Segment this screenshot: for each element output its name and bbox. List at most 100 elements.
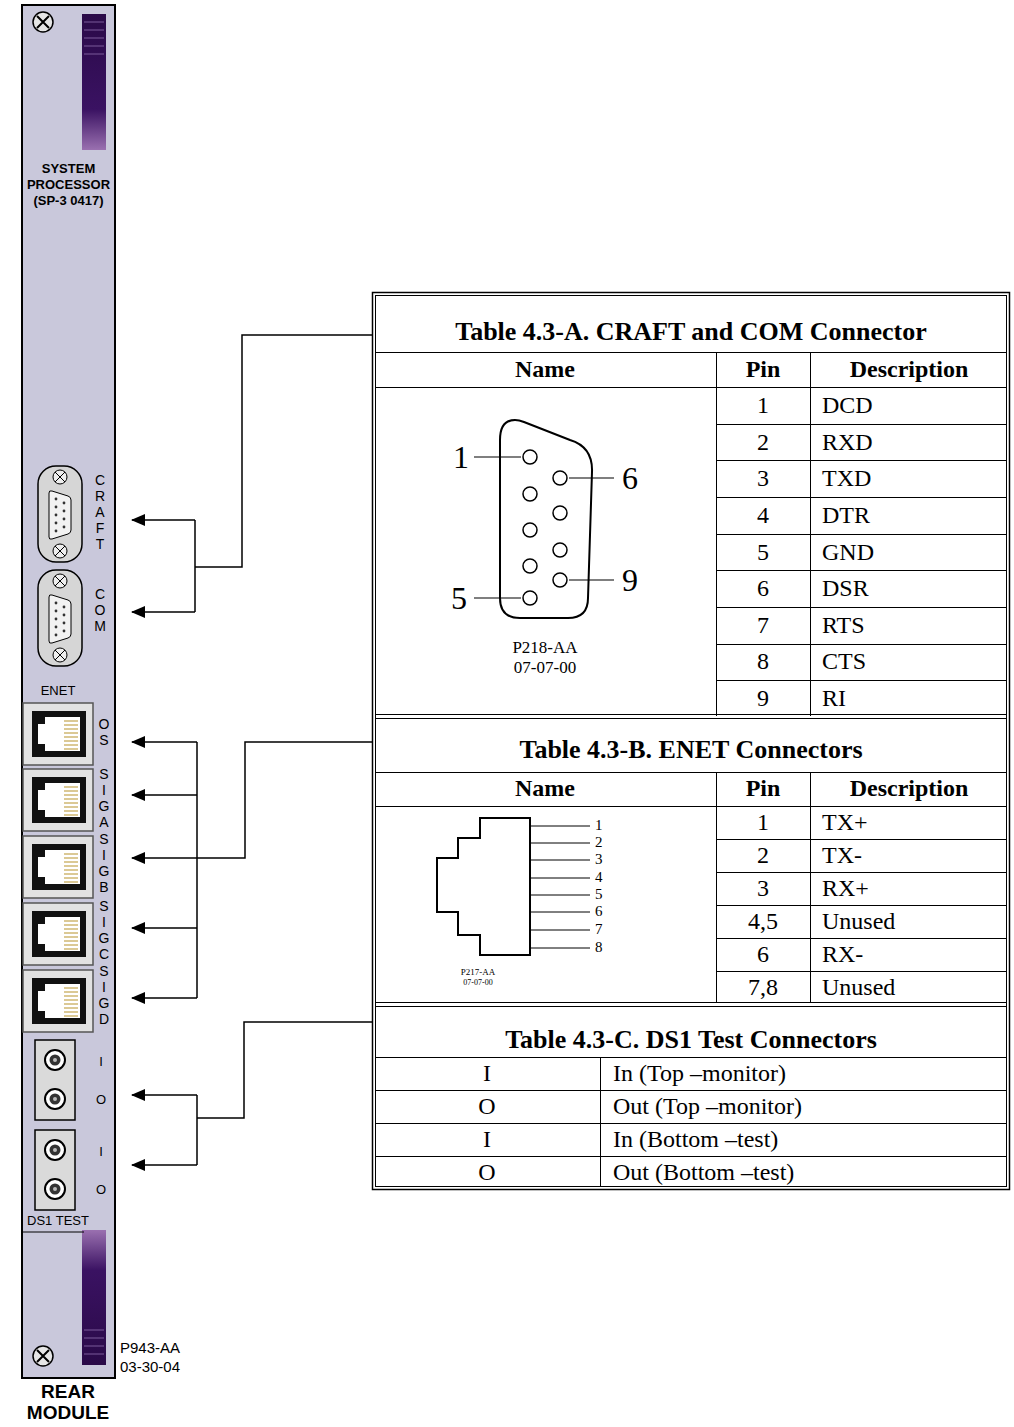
figure-date: 07-07-00 [475,658,615,678]
module-panel-art [37,16,49,28]
leader-lines [132,519,195,521]
rj45-pinout-figure [437,818,590,955]
signal-name: DTR [822,502,1004,530]
module-panel-art [45,1050,65,1070]
db9-pinout-figure [500,420,592,618]
port-label: COM [94,586,106,634]
db9-pinout-figure [553,506,567,520]
port-label: ENET [23,684,93,699]
port-label: OS [99,716,110,748]
pin-number: 8 [718,648,808,676]
pin-callout: 5 [595,886,625,903]
module-name: SYSTEM PROCESSOR (SP-3 0417) [22,161,115,209]
leader-lines [197,742,372,998]
table-grid [375,1058,1007,1157]
leader-lines [132,335,372,1165]
pin-callout: 8 [595,939,625,956]
pin-callout: 7 [595,921,625,938]
module-panel-art [23,703,93,765]
signal-name: TXD [822,465,1004,493]
db9-pinout-figure [523,591,537,605]
module-panel-art [23,769,93,831]
port-description: In (Top –monitor) [613,1060,1003,1088]
port-label: O [93,1093,109,1108]
pin-number: 6 [718,575,808,603]
module-panel-art [45,1140,65,1160]
figure-number: P217-AA [438,967,518,977]
db9-pinout-figure [553,573,567,587]
signal-name: Unused [822,908,1004,936]
column-header: Name [395,775,695,803]
rj45-pinout-figure [437,818,530,955]
port-description: Out (Bottom –test) [613,1159,1003,1187]
figure-number: P218-AA [475,638,615,658]
leader-lines [132,857,197,859]
module-panel-art [45,1179,65,1199]
db9-pinout-figure [553,471,567,485]
pin-number: 9 [718,685,808,713]
table-title: Table 4.3-A. CRAFT and COM Connector [375,317,1007,347]
module-panel-art [45,1089,65,1109]
module-panel-art [35,1130,75,1210]
pin-callout: 2 [595,834,625,851]
pin-callout: 9 [615,562,645,599]
db9-pinout-figure [523,559,537,573]
module-panel-art [33,12,53,32]
test-port: I [377,1060,597,1088]
test-port: I [377,1126,597,1154]
db9-pinout-figure [474,457,614,598]
db9-pinout-figure [523,450,537,464]
table-grid [716,840,1007,972]
module-panel-art [82,1230,106,1365]
table-grid [375,353,1007,388]
connector-table: Table 4.3-B. ENET Connectors [375,719,1007,1002]
pin-callout: 5 [444,580,474,617]
module-panel-art [38,570,82,666]
leader-lines [132,611,195,613]
pin-callout: 1 [595,817,625,834]
pin-number: 5 [718,539,808,567]
pin-callout: 1 [446,439,476,476]
module-panel-art [84,1330,104,1354]
leader-lines [132,927,197,929]
table-title: Table 4.3-C. DS1 Test Connectors [375,1025,1007,1055]
port-label: CRAFT [95,472,105,552]
port-label: I [93,1145,109,1160]
pin-callout: 6 [595,903,625,920]
pin-number: 2 [718,429,808,457]
leader-lines [197,1022,372,1165]
pin-number: 1 [718,392,808,420]
port-label: DS1 TEST [18,1214,98,1229]
test-port: O [377,1093,597,1121]
module-panel-art [35,1040,75,1120]
port-description: Out (Top –monitor) [613,1093,1003,1121]
signal-name: RTS [822,612,1004,640]
figure-date: 07-07-00 [438,978,518,987]
db9-pinout-figure [523,450,567,605]
leader-lines [132,741,197,743]
column-header: Description [812,356,1007,384]
port-label: O [93,1183,109,1198]
leader-lines [132,997,197,999]
signal-name: Unused [822,974,1004,1002]
module-panel-art [22,1232,84,1233]
leader-lines [195,335,372,612]
column-header: Description [812,775,1007,803]
drawing-number: P943-AA [120,1339,220,1356]
table-grid [375,715,1007,719]
leader-lines [132,794,197,796]
signal-name: CTS [822,648,1004,676]
pin-callout: 4 [595,869,625,886]
module-panel-art [38,466,82,562]
db9-pinout-figure [523,523,537,537]
module-panel-art [22,5,115,1378]
table-grid [375,1003,1007,1007]
module-panel-art [23,970,93,1032]
signal-name: TX+ [822,809,1004,837]
signal-name: RI [822,685,1004,713]
pin-number: 2 [718,842,808,870]
module-panel-art [23,836,93,898]
signal-name: RXD [822,429,1004,457]
module-label: REAR MODULE [12,1382,124,1424]
pin-number: 1 [718,809,808,837]
